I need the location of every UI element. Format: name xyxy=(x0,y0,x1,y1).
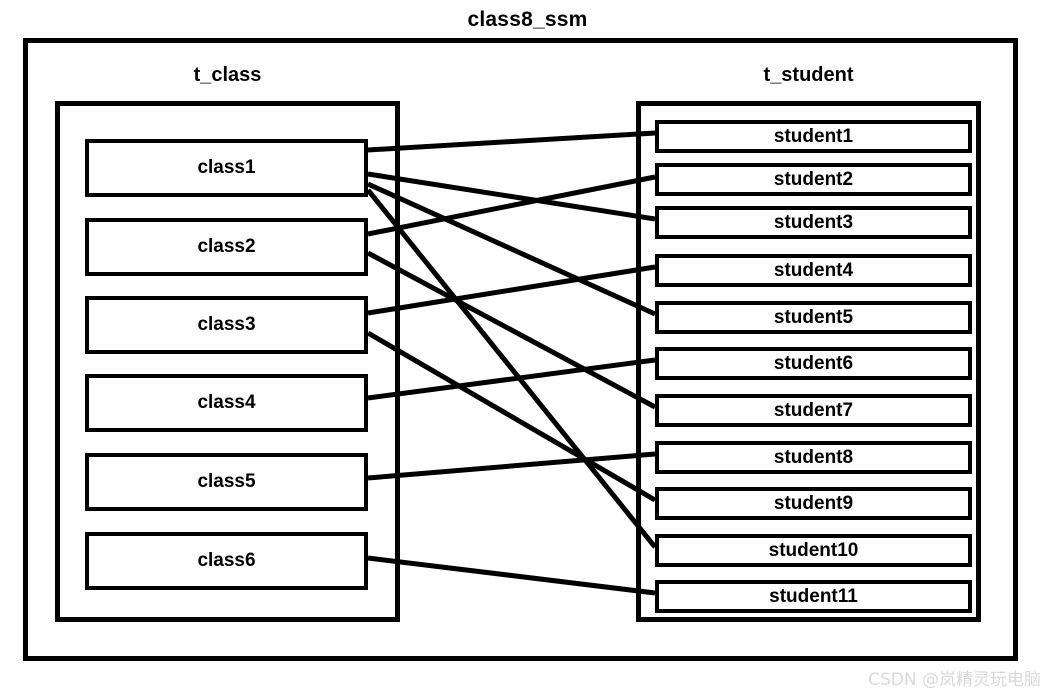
class-row-4[interactable]: class4 xyxy=(85,374,368,432)
csdn-watermark: CSDN @岚精灵玩电脑 xyxy=(868,670,1041,690)
class-row-3[interactable]: class3 xyxy=(85,296,368,354)
student-row-3[interactable]: student3 xyxy=(655,206,972,239)
outer-frame xyxy=(23,38,1018,661)
student-row-8[interactable]: student8 xyxy=(655,441,972,474)
diagram-title: class8_ssm xyxy=(467,8,588,31)
t-class-table-title: t_class xyxy=(193,64,262,86)
student-row-5[interactable]: student5 xyxy=(655,301,972,334)
student-row-6[interactable]: student6 xyxy=(655,347,972,380)
t-student-table-title: t_student xyxy=(763,64,854,86)
student-row-1[interactable]: student1 xyxy=(655,120,972,153)
class-row-2[interactable]: class2 xyxy=(85,218,368,276)
class-row-5[interactable]: class5 xyxy=(85,453,368,511)
student-row-11[interactable]: student11 xyxy=(655,580,972,613)
student-row-9[interactable]: student9 xyxy=(655,487,972,520)
student-row-2[interactable]: student2 xyxy=(655,163,972,196)
student-row-7[interactable]: student7 xyxy=(655,394,972,427)
student-row-10[interactable]: student10 xyxy=(655,534,972,567)
student-row-4[interactable]: student4 xyxy=(655,254,972,287)
class-row-6[interactable]: class6 xyxy=(85,532,368,590)
class-row-1[interactable]: class1 xyxy=(85,139,368,197)
